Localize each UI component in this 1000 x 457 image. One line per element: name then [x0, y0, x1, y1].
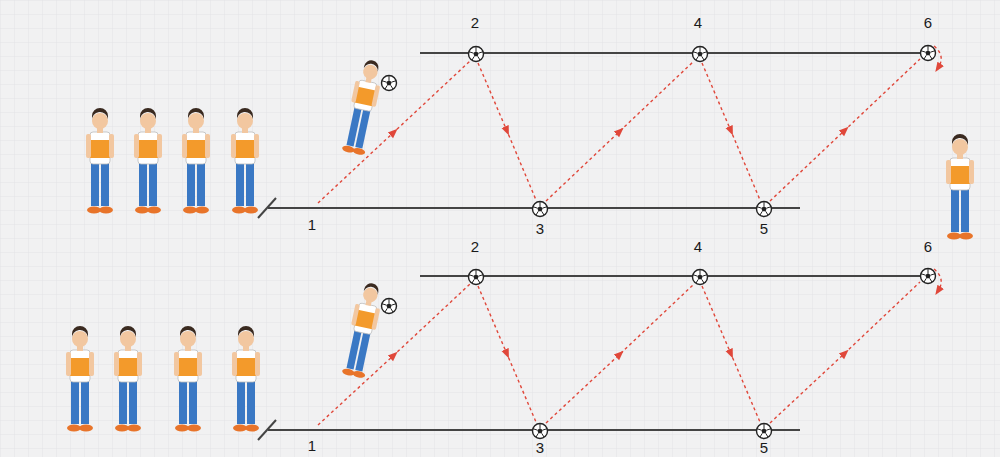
lane-top [86, 46, 974, 240]
callout-number: 1 [308, 217, 316, 232]
callout-number: 5 [760, 440, 768, 455]
callout-number: 6 [924, 15, 932, 30]
callout-number: 4 [694, 239, 702, 254]
callout-number: 1 [308, 438, 316, 453]
callout-number: 5 [760, 221, 768, 236]
callout-number: 3 [536, 221, 544, 236]
callout-number: 3 [536, 440, 544, 455]
callout-number: 4 [694, 15, 702, 30]
callout-number: 6 [924, 239, 932, 254]
callout-number: 2 [471, 239, 479, 254]
lane-bottom [66, 269, 941, 441]
callout-number: 2 [471, 15, 479, 30]
